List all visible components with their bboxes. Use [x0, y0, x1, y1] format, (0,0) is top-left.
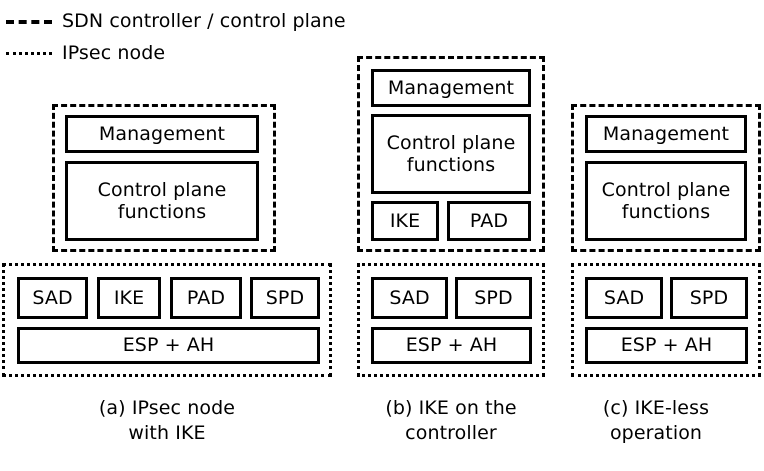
column-a-box-management[interactable]: Management: [65, 115, 259, 153]
column-b-box-pad[interactable]: PAD: [447, 201, 531, 241]
column-c-caption: (c) IKE-less operation: [602, 397, 710, 444]
column-a-box-pad[interactable]: PAD: [170, 277, 242, 319]
column-c-box-management[interactable]: Management: [585, 115, 747, 153]
column-b-box-ike[interactable]: IKE: [371, 201, 439, 241]
legend-label-sdn-controller: SDN controller / control plane: [62, 10, 346, 32]
column-c-box-spd[interactable]: SPD: [670, 277, 748, 319]
column-b-box-esp-ah[interactable]: ESP + AH: [371, 327, 532, 364]
column-b-box-sad[interactable]: SAD: [371, 277, 448, 319]
legend-label-ipsec-node: IPsec node: [62, 42, 166, 64]
column-a-box-sad[interactable]: SAD: [17, 277, 88, 319]
legend-item-ipsec-node: IPsec node: [6, 44, 165, 63]
dotted-line-swatch-icon: [6, 52, 52, 55]
column-c-box-control-plane-functions[interactable]: Control plane functions: [585, 161, 747, 241]
column-a-box-ike[interactable]: IKE: [97, 277, 161, 319]
dashed-line-swatch-icon: [6, 19, 52, 24]
column-c-box-sad[interactable]: SAD: [585, 277, 663, 319]
column-a-box-control-plane-functions[interactable]: Control plane functions: [65, 161, 259, 241]
column-a-box-esp-ah[interactable]: ESP + AH: [17, 327, 320, 364]
legend-item-sdn-controller: SDN controller / control plane: [6, 12, 346, 31]
column-b-box-management[interactable]: Management: [371, 69, 531, 107]
column-b-caption: (b) IKE on the controller: [385, 397, 517, 444]
column-a-caption: (a) IPsec node with IKE: [98, 397, 236, 444]
column-b-box-spd[interactable]: SPD: [455, 277, 532, 319]
column-a-box-spd[interactable]: SPD: [250, 277, 320, 319]
column-b-box-control-plane-functions[interactable]: Control plane functions: [371, 114, 531, 194]
column-c-box-esp-ah[interactable]: ESP + AH: [585, 327, 748, 364]
